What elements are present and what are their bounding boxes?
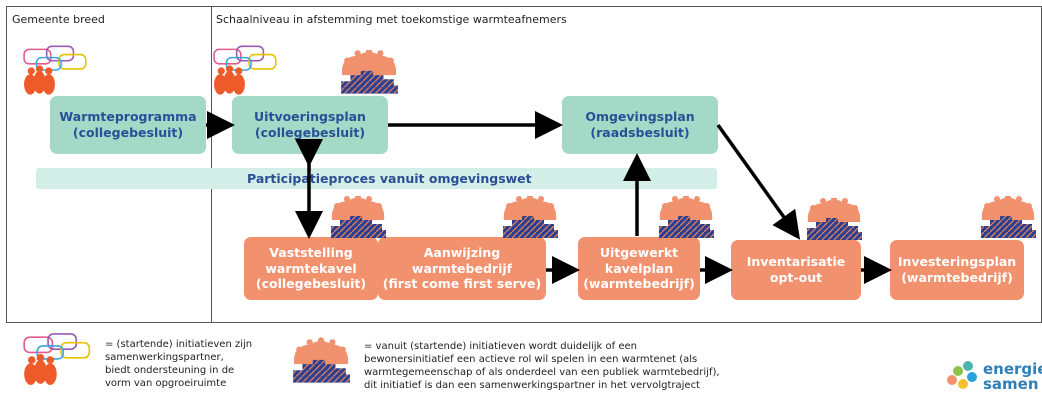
community-icon <box>981 196 1036 238</box>
community-icon <box>341 50 398 94</box>
energie-samen-logo-icon <box>947 361 977 389</box>
community-icon <box>807 198 862 240</box>
legend-initiative-icon <box>23 333 91 386</box>
legend-community-icon <box>293 337 350 383</box>
community-icon <box>331 196 386 238</box>
initiative-icon <box>23 45 87 96</box>
header-schaalniveau: Schaalniveau in afstemming met toekomsti… <box>216 13 567 26</box>
header-gemeente-breed: Gemeente breed <box>12 13 105 26</box>
logo-text: energie samen <box>983 360 1042 393</box>
arrow-omgevingsplan-inventarisatie <box>716 123 801 240</box>
box-warmteprogramma: Warmteprogramma(collegebesluit) <box>50 96 206 154</box>
box-omgevingsplan: Omgevingsplan(raadsbesluit) <box>562 96 718 154</box>
participatie-band <box>36 168 717 189</box>
initiative-icon <box>213 45 277 96</box>
community-icon <box>659 196 714 238</box>
box-investeringsplan: Investeringsplan(warmtebedrijf) <box>890 240 1024 300</box>
community-icon <box>503 196 558 238</box>
legend-community-text: = vanuit (startende) initiatieven wordt … <box>364 341 720 391</box>
legend-initiative-text: = (startende) initiatieven zijn samenwer… <box>105 339 253 389</box>
